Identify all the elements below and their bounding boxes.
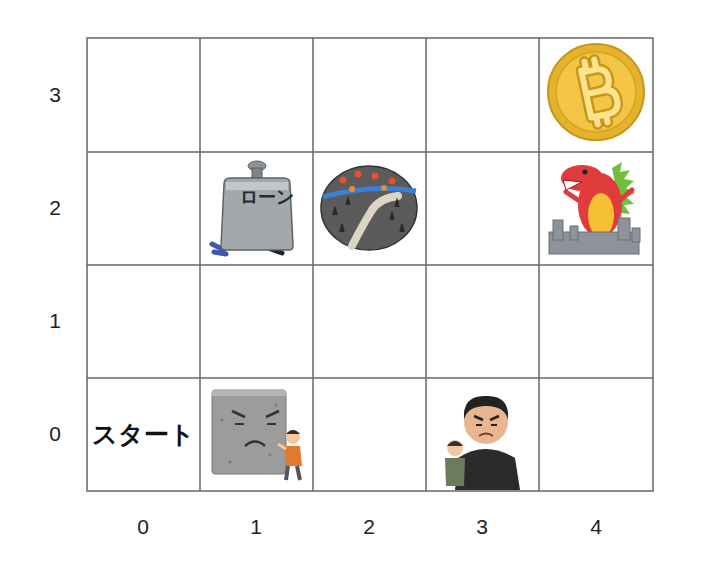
row-index: 1 xyxy=(49,309,61,333)
column-index: 2 xyxy=(363,515,375,539)
start-cell: スタート xyxy=(87,378,200,491)
wall-icon xyxy=(212,390,286,396)
monster-icon xyxy=(618,218,630,240)
lava-field-icon xyxy=(355,171,362,178)
wall-icon xyxy=(229,461,232,464)
wall-icon xyxy=(267,423,276,425)
small-person xyxy=(445,440,465,486)
small-person xyxy=(447,440,463,456)
lava-field-icon xyxy=(372,173,379,180)
monster-icon xyxy=(563,180,582,190)
wall-icon xyxy=(245,442,265,447)
column-index: 0 xyxy=(137,515,149,539)
pushing-person xyxy=(278,430,302,480)
monster-icon xyxy=(583,170,588,175)
monster-icon xyxy=(566,190,632,200)
angry-man-icon xyxy=(490,416,499,420)
bitcoin-icon xyxy=(580,57,622,126)
angry-man-icon xyxy=(474,416,483,420)
weight-body xyxy=(221,178,293,250)
pushing-person xyxy=(278,444,286,449)
lava-field-icon xyxy=(389,178,396,185)
grid-lines xyxy=(87,264,653,266)
lava-field-icon xyxy=(381,185,387,191)
bitcoin-icon xyxy=(580,57,622,126)
pushing-person xyxy=(286,430,300,434)
lava-field-icon xyxy=(349,186,355,192)
monster-icon xyxy=(549,218,640,254)
wall-icon xyxy=(235,423,244,425)
bitcoin-icon xyxy=(548,44,644,140)
lava-field-icon xyxy=(340,177,347,184)
lava-field-icon xyxy=(321,166,417,250)
angry-man-icon xyxy=(491,424,497,426)
grid-lines xyxy=(87,38,653,491)
column-index: 1 xyxy=(250,515,262,539)
grid-lines xyxy=(87,38,653,491)
lava-field-icon xyxy=(323,189,416,197)
monster-icon xyxy=(588,193,614,237)
bitcoin-icon xyxy=(548,44,644,140)
monster-icon xyxy=(632,228,640,242)
pushing-person xyxy=(286,430,300,444)
weight-neck xyxy=(252,168,262,178)
bitcoin-icon xyxy=(580,57,622,126)
pushing-person xyxy=(284,446,302,466)
crushed-person xyxy=(214,252,226,254)
wall-icon xyxy=(221,419,224,422)
angry-man-icon xyxy=(476,424,482,426)
small-person xyxy=(445,458,465,486)
lava-field-icon xyxy=(352,196,398,246)
pushing-person xyxy=(286,466,300,480)
wall-icon xyxy=(212,390,286,474)
lava-field-icon xyxy=(333,198,404,232)
monster-icon xyxy=(553,220,563,240)
row-index: 2 xyxy=(49,196,61,220)
row-index: 3 xyxy=(49,83,61,107)
wall-icon xyxy=(212,390,286,474)
angry-man-icon xyxy=(464,396,508,420)
cell-label: スタート xyxy=(92,418,195,451)
column-index: 4 xyxy=(590,515,602,539)
loan-weight: ローン xyxy=(220,160,294,252)
wall-icon xyxy=(275,404,278,407)
wall-icon xyxy=(269,454,272,457)
angry-man-icon xyxy=(479,434,493,437)
grid-lines xyxy=(87,377,653,379)
weight-label: ローン xyxy=(240,185,294,209)
bitcoin-icon xyxy=(556,52,636,132)
angry-man-icon xyxy=(455,449,520,490)
wall-icon xyxy=(266,411,279,417)
bitcoin-icon xyxy=(580,57,622,126)
monster-icon xyxy=(549,162,640,254)
monster-icon xyxy=(561,165,603,191)
monster-icon xyxy=(570,226,578,240)
grid-lines xyxy=(87,151,653,153)
small-person xyxy=(447,441,463,446)
wall-icon xyxy=(232,411,245,417)
lava-field-icon xyxy=(321,166,417,250)
angry-man-icon xyxy=(455,396,520,490)
column-index: 3 xyxy=(476,515,488,539)
row-index: 0 xyxy=(49,422,61,446)
